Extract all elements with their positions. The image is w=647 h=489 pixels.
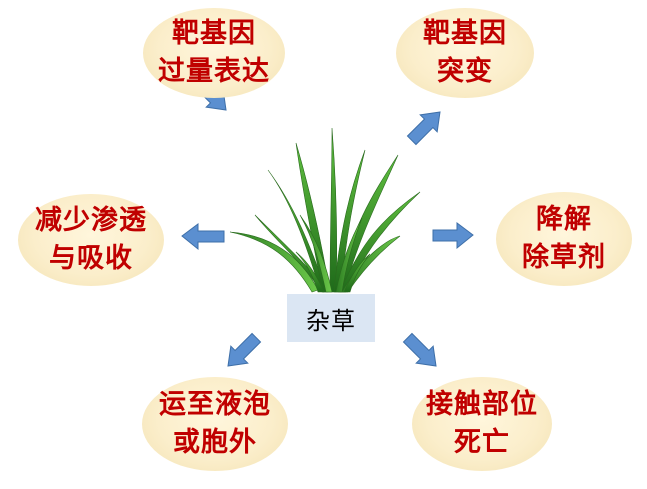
arrow-up-right-icon — [406, 111, 441, 146]
bubble-line: 过量表达 — [158, 56, 270, 87]
bubble-line: 运至液泡 — [159, 389, 271, 420]
bubble-line: 与吸收 — [49, 243, 133, 274]
bubble-target-gene-overexpression: 靶基因 过量表达 — [143, 8, 285, 98]
arrow-down-left-icon — [227, 332, 262, 367]
bubble-line: 死亡 — [454, 427, 510, 458]
bubble-line: 减少渗透 — [35, 205, 147, 236]
bubble-reduced-penetration-absorption: 减少渗透 与吸收 — [18, 194, 164, 286]
bubble-contact-site-death: 接触部位 死亡 — [412, 377, 552, 471]
bubble-line: 靶基因 — [172, 18, 256, 49]
bubble-line: 接触部位 — [426, 389, 538, 420]
bubble-vacuole-transport: 运至液泡 或胞外 — [142, 377, 288, 471]
bubble-target-gene-mutation: 靶基因 突变 — [396, 8, 534, 98]
bubble-line: 靶基因 — [423, 18, 507, 49]
weed-label: 杂草 — [287, 294, 375, 342]
arrow-right-icon — [432, 222, 474, 250]
arrow-down-right-icon — [402, 332, 437, 367]
bubble-line: 突变 — [437, 56, 493, 87]
bubble-line: 降解 — [536, 204, 592, 235]
arrow-left-icon — [181, 223, 225, 251]
bubble-herbicide-degradation: 降解 除草剂 — [496, 192, 632, 286]
bubble-line: 除草剂 — [522, 242, 606, 273]
bubble-line: 或胞外 — [173, 427, 257, 458]
